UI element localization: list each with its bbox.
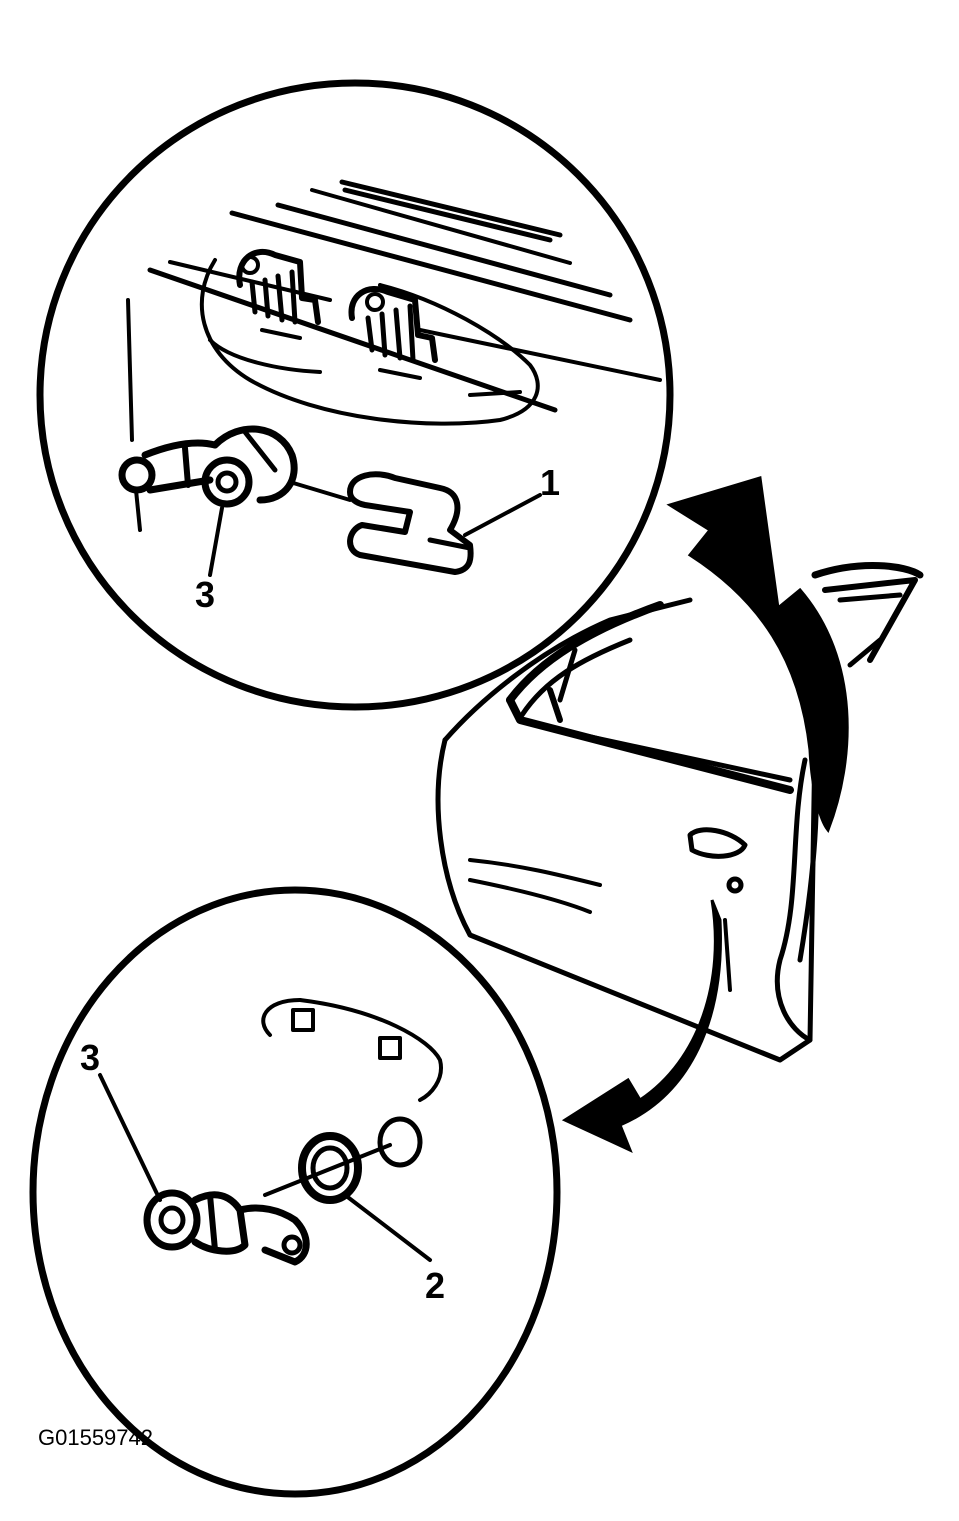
lock-cylinder-gasket [298, 1132, 362, 1204]
arrow-to-bottom-detail [561, 899, 722, 1153]
rear-door-outline [435, 562, 924, 1063]
door-mounting-hole [377, 1116, 423, 1168]
top-detail-circle [36, 79, 674, 711]
retainer-clip [347, 471, 474, 575]
leader-line-2 [343, 1193, 432, 1262]
leader-line-3-bottom [98, 1073, 162, 1202]
callout-1-label: 1 [540, 462, 560, 503]
top-detail-view: 1 3 [36, 79, 674, 711]
exterior-door-handle [687, 827, 748, 859]
lock-rod-clip [348, 286, 438, 380]
mounting-tab [291, 1008, 402, 1060]
lock-cylinder [143, 1189, 310, 1266]
arrow-to-top-detail [666, 476, 849, 833]
bottom-detail-view: 3 2 [29, 886, 561, 1498]
callout-3-bottom-label: 3 [80, 1037, 100, 1078]
bottom-detail-circle [29, 886, 561, 1498]
lock-cylinder [118, 425, 352, 508]
leader-line-3-top [208, 506, 224, 577]
direction-arrows [561, 476, 849, 1153]
callout-3-top-label: 3 [195, 574, 215, 615]
leader-line-1 [463, 493, 542, 537]
handle-housing-outline [199, 258, 540, 426]
lock-rod-clip [236, 248, 321, 340]
figure-id: G01559742 [38, 1425, 153, 1450]
callout-2-label: 2 [425, 1265, 445, 1306]
